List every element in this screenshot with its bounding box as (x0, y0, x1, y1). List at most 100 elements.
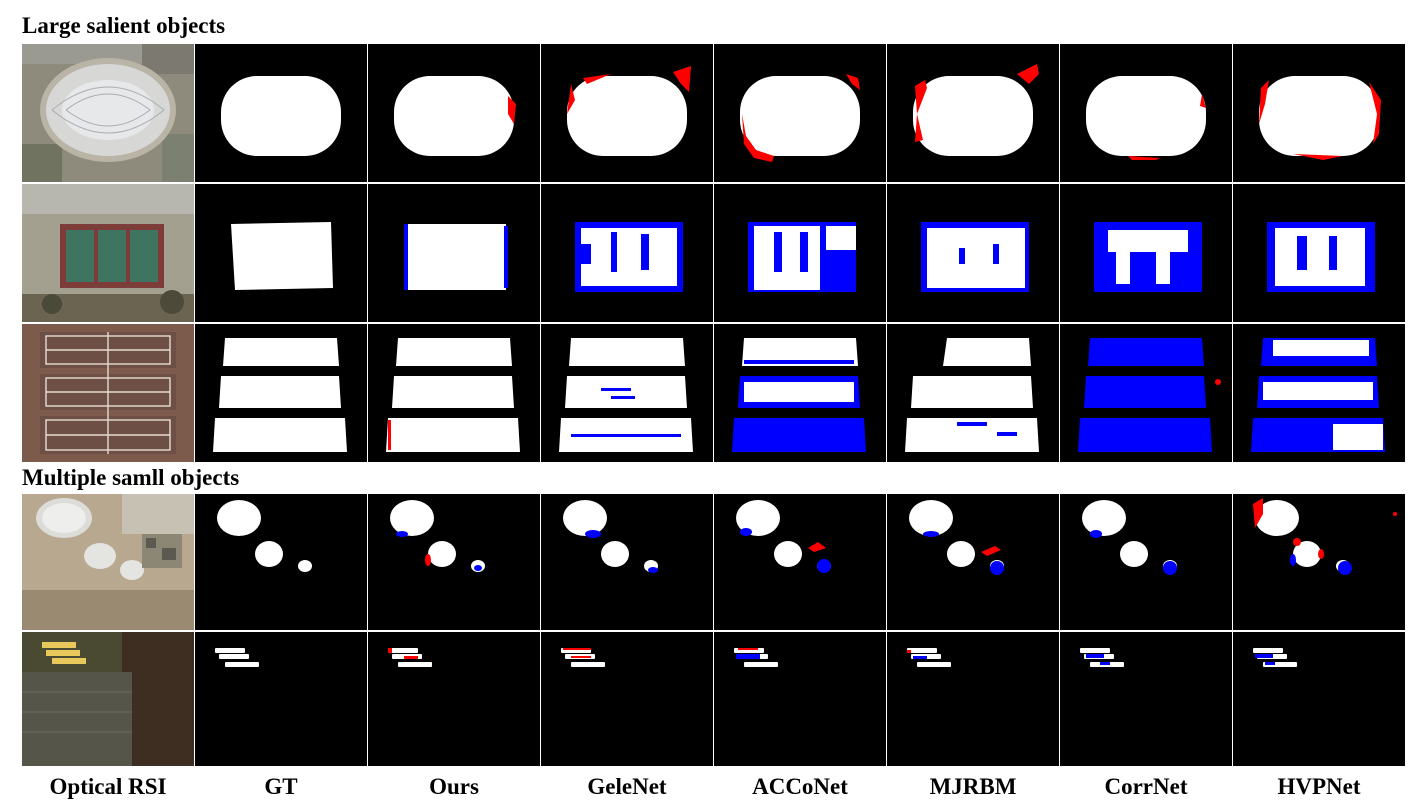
map-region (142, 44, 194, 74)
map-region (394, 76, 514, 156)
row-buses-map (1253, 648, 1297, 667)
map-region (22, 691, 132, 733)
column-label: CorrNet (1104, 774, 1188, 799)
row-court-map (575, 222, 683, 292)
map-region (915, 114, 923, 142)
map-region (907, 650, 911, 653)
row-courts-map (1251, 338, 1385, 452)
map-region (146, 538, 156, 548)
row-tanks-map (1253, 498, 1397, 575)
row-stadium-map (913, 64, 1039, 156)
map-region (1273, 340, 1369, 356)
saliency-map (541, 184, 713, 322)
optical-image (22, 324, 194, 462)
row-courts-map (1078, 338, 1221, 452)
map-region (993, 244, 999, 264)
saliency-map (195, 44, 367, 182)
row-court-map (1094, 222, 1202, 292)
map-region (474, 565, 482, 571)
map-region (130, 230, 158, 282)
map-region (404, 656, 418, 659)
saliency-map (714, 184, 886, 322)
row-courts-map (386, 338, 520, 452)
map-region (990, 561, 1004, 575)
map-region (51, 86, 165, 134)
row-court-map (231, 222, 333, 290)
map-region (1086, 654, 1104, 658)
map-region (817, 559, 831, 573)
row-court-map (921, 222, 1029, 292)
map-region (225, 662, 259, 667)
row-buses-map (215, 648, 259, 667)
row-buses-map (388, 648, 432, 667)
map-region (1263, 382, 1373, 400)
map-region (217, 500, 261, 536)
map-region (386, 418, 520, 452)
map-region (981, 546, 1001, 556)
optical-image (22, 44, 194, 182)
map-region (22, 184, 194, 214)
saliency-map (541, 324, 713, 462)
section-title-small: Multiple samll objects (22, 465, 240, 490)
map-region (569, 338, 685, 366)
map-region (162, 134, 194, 182)
map-region (392, 376, 514, 408)
map-region (742, 114, 774, 162)
map-region (65, 93, 151, 127)
map-region (1100, 662, 1110, 665)
map-region (913, 76, 1033, 156)
saliency-map (541, 44, 713, 182)
map-region (42, 503, 86, 533)
map-region (398, 662, 432, 667)
map-region (1293, 541, 1321, 567)
map-region (774, 541, 802, 567)
map-region (917, 662, 951, 667)
saliency-map (1233, 324, 1405, 462)
map-region (585, 530, 601, 538)
map-region (565, 376, 687, 408)
saliency-map (714, 632, 886, 766)
map-region (122, 632, 194, 766)
map-region (62, 80, 154, 140)
map-region (388, 648, 392, 653)
saliency-map (195, 494, 367, 630)
saliency-map (368, 632, 540, 766)
saliency-map (368, 44, 540, 182)
map-region (52, 658, 86, 664)
column-label: MJRBM (929, 774, 1017, 799)
map-region (611, 232, 617, 272)
column-label: GeleNet (587, 774, 667, 799)
map-region (846, 74, 860, 90)
row-court-image (22, 184, 194, 322)
map-region (581, 244, 591, 264)
map-region (736, 654, 760, 659)
saliency-map (368, 324, 540, 462)
map-region (1259, 80, 1269, 124)
map-region (826, 226, 856, 250)
row-tanks-map (736, 500, 831, 573)
map-region (1080, 648, 1110, 653)
row-stadium-map (1086, 76, 1206, 160)
map-region (563, 648, 591, 650)
row-buses-map (1080, 648, 1124, 667)
map-region (947, 541, 975, 567)
map-region (800, 232, 808, 272)
map-region (1156, 230, 1170, 284)
map-region (428, 541, 456, 567)
map-region (1088, 338, 1204, 366)
saliency-map (1233, 44, 1405, 182)
map-region (98, 230, 126, 282)
map-region (563, 500, 607, 536)
map-region (601, 388, 631, 391)
row-courts-map (559, 338, 693, 452)
map-region (959, 248, 965, 264)
map-region (774, 232, 782, 272)
map-region (905, 418, 1039, 452)
map-region (923, 531, 939, 537)
map-region (909, 500, 953, 536)
map-region (388, 420, 391, 450)
row-buses-map (561, 648, 605, 667)
saliency-map (1060, 184, 1232, 322)
map-region (160, 290, 184, 314)
